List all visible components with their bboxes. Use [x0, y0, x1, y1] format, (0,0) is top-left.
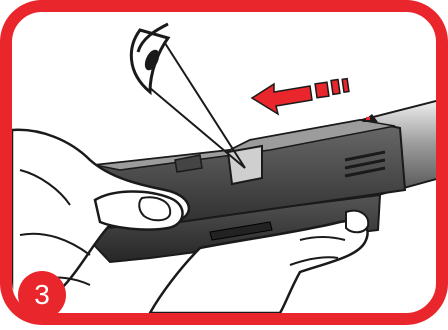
right-thumbnail	[346, 211, 368, 233]
front-sight-dot	[366, 117, 370, 120]
step-badge	[18, 271, 66, 319]
ejection-port	[228, 146, 262, 184]
